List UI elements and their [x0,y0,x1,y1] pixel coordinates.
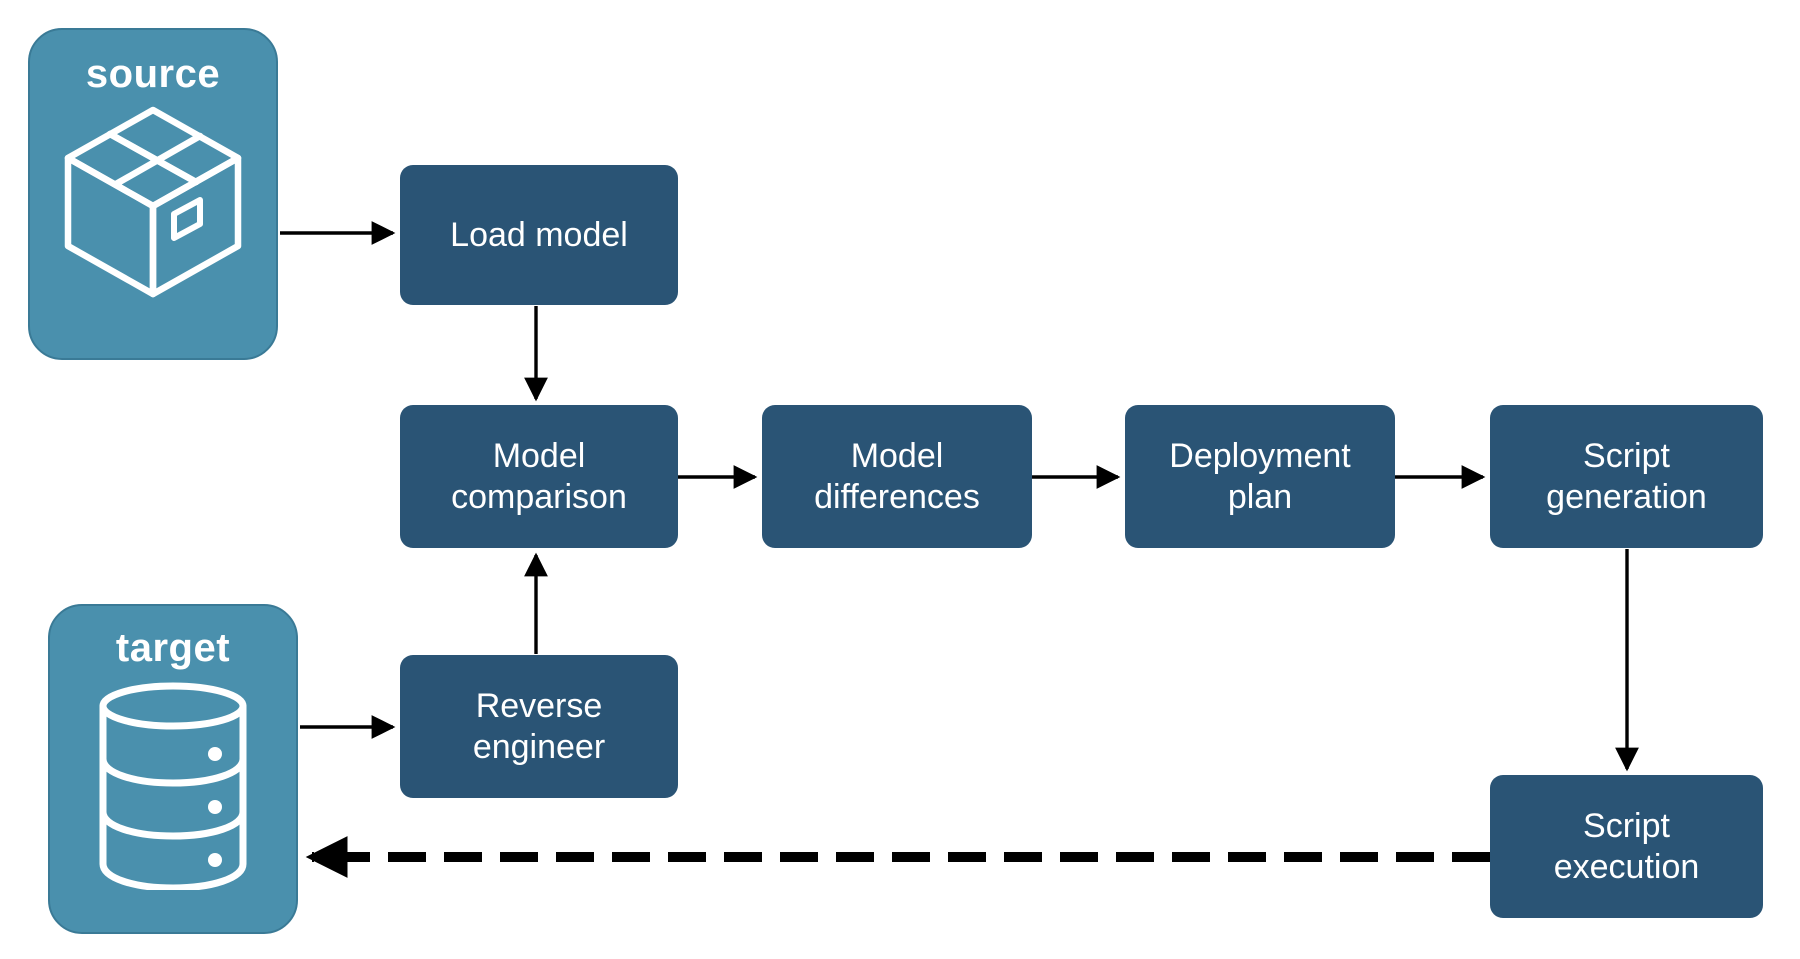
database-cylinder-icon [99,682,247,890]
process-label-script-generation: Script generation [1546,437,1707,516]
package-box-icon [64,106,242,298]
process-box-deployment-plan[interactable]: Deployment plan [1125,405,1395,548]
process-box-model-comparison[interactable]: Model comparison [400,405,678,548]
process-label-script-execution: Script execution [1553,807,1700,886]
process-label-model-comparison: Model comparison [451,437,627,516]
process-box-model-differences[interactable]: Model differences [762,405,1032,548]
process-box-reverse-engineer[interactable]: Reverse engineer [400,655,678,798]
process-box-script-execution[interactable]: Script execution [1490,775,1763,918]
process-label-model-differences: Model differences [814,437,980,516]
process-box-load-model[interactable]: Load model [400,165,678,305]
process-box-script-generation[interactable]: Script generation [1490,405,1763,548]
process-label-reverse-engineer: Reverse engineer [472,687,606,766]
process-label-load-model: Load model [450,215,628,254]
endpoint-label-target: target [115,626,231,670]
endpoint-node-source[interactable]: source [28,28,278,360]
process-label-deployment-plan: Deployment plan [1169,437,1351,516]
endpoint-label-source: source [85,52,221,96]
endpoint-node-target[interactable]: target [48,604,298,934]
